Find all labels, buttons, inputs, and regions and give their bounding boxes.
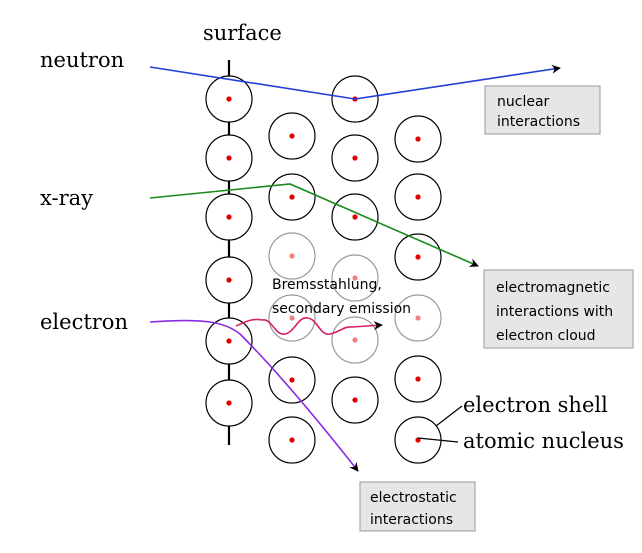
- xray-label: x-ray: [40, 186, 93, 210]
- atomic-nucleus: [289, 315, 295, 321]
- atomic-nucleus: [352, 275, 358, 281]
- atomic-nucleus: [352, 155, 358, 161]
- electromagnetic-box-line1: electromagnetic: [496, 280, 610, 296]
- atom-lattice: [205, 75, 442, 464]
- atomic-nucleus: [415, 136, 421, 142]
- surface-label: surface: [203, 21, 282, 45]
- electron-trajectory: [149, 319, 359, 472]
- atomic-nucleus: [415, 315, 421, 321]
- atomic-nucleus: [226, 155, 232, 161]
- nuclear-box-line1: nuclear: [497, 94, 550, 110]
- bremsstrahlung-label-line2: secondary emission: [272, 301, 411, 317]
- electrostatic-interactions-box: [359, 481, 476, 532]
- electrostatic-box-line1: electrostatic: [370, 490, 457, 506]
- atomic-nucleus: [415, 254, 421, 260]
- atomic-nucleus: [226, 277, 232, 283]
- electron-label: electron: [40, 310, 128, 334]
- atomic-nucleus: [352, 337, 358, 343]
- xray-trajectory: [149, 183, 479, 267]
- atomic-nucleus: [289, 377, 295, 383]
- atomic-nucleus: [352, 214, 358, 220]
- electrostatic-box-line2: interactions: [370, 512, 453, 528]
- atomic-nucleus-label: atomic nucleus: [463, 429, 624, 453]
- atomic-nucleus-pointer: [417, 437, 459, 443]
- neutron-trajectory: [149, 64, 561, 100]
- atomic-nucleus: [415, 376, 421, 382]
- electromagnetic-box-line2: interactions with: [496, 304, 613, 320]
- bremsstrahlung-label-line1: Bremsstahlung,: [272, 277, 382, 293]
- atomic-nucleus: [226, 96, 232, 102]
- atomic-nucleus: [289, 253, 295, 259]
- electron-shell-label: electron shell: [463, 393, 608, 417]
- atomic-nucleus: [289, 133, 295, 139]
- electron-shell-pointer: [435, 405, 463, 427]
- neutron-label: neutron: [40, 48, 124, 72]
- nuclear-box-line2: interactions: [497, 114, 580, 130]
- atomic-nucleus: [226, 214, 232, 220]
- electromagnetic-box-line3: electron cloud: [496, 328, 596, 344]
- nuclear-interactions-box: [484, 85, 601, 135]
- electromagnetic-interactions-box: [483, 269, 634, 349]
- bremsstrahlung-wave: [235, 317, 383, 335]
- atomic-nucleus: [226, 338, 232, 344]
- atomic-nucleus: [226, 400, 232, 406]
- atomic-nucleus: [289, 437, 295, 443]
- atomic-nucleus: [352, 397, 358, 403]
- atomic-nucleus: [415, 194, 421, 200]
- atomic-nucleus: [289, 194, 295, 200]
